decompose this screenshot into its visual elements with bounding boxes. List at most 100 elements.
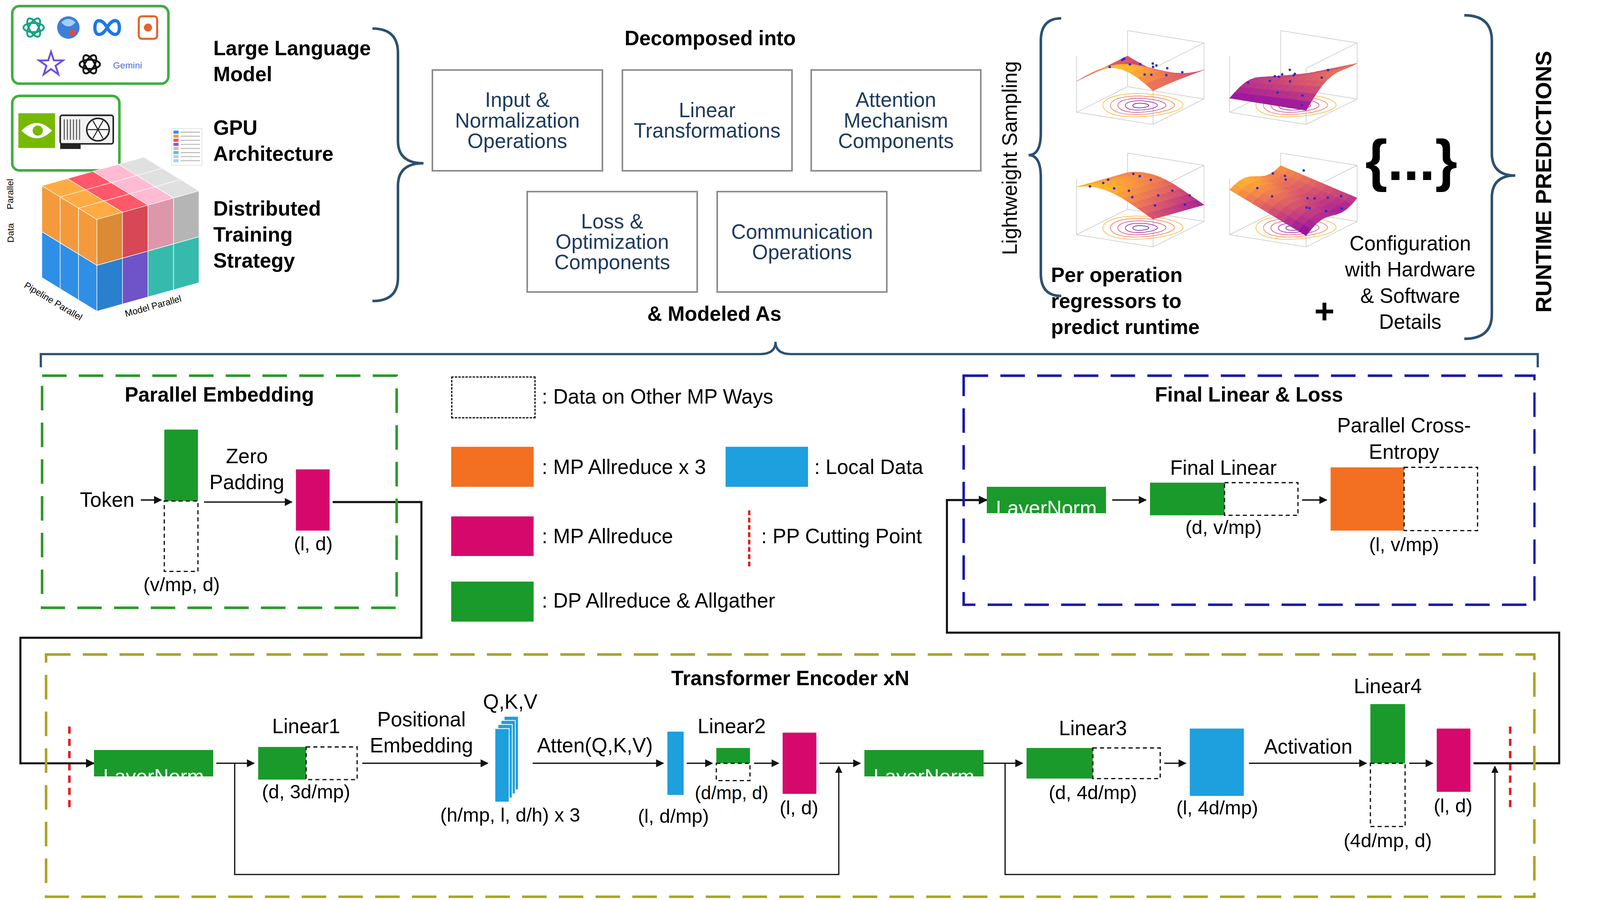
dashed-region: Transformer Encoder xNLayerNormLayerNorm [44, 653, 1536, 898]
chart-legend-chip [180, 144, 200, 146]
text-label: Final Linear [1170, 456, 1277, 480]
sample-dot [1320, 76, 1323, 79]
parallel-block [148, 244, 174, 298]
text-label: Zero Padding [200, 443, 293, 496]
sample-dot [1112, 187, 1116, 190]
sample-dot [1132, 172, 1135, 176]
process-box: Loss & Optimization Components [526, 190, 698, 293]
plot-surface [1298, 224, 1312, 236]
flow-arrow [754, 762, 779, 764]
gpu-fan [87, 129, 98, 131]
gpu-fan [98, 129, 104, 139]
gpu-fan [92, 129, 98, 139]
sample-dot [1273, 75, 1276, 78]
box-label: LayerNorm [873, 765, 975, 789]
text-label: Token [80, 488, 135, 512]
plot-contour [1102, 216, 1184, 240]
text-label: (h/mp, l, d/h) x 3 [440, 804, 581, 827]
plot-contour [1110, 218, 1175, 237]
logo-knot [24, 16, 43, 39]
text-label: (d, 4d/mp) [1048, 781, 1138, 804]
sample-dot [1300, 104, 1304, 107]
gpu-panel [12, 96, 120, 171]
remote-shard [1404, 467, 1478, 531]
linear3-weight [1026, 748, 1093, 779]
text-label: Large Language Model [213, 35, 377, 88]
plot-surface [1344, 63, 1358, 68]
text-label: (4d/mp, d) [1343, 829, 1432, 852]
remote-shard [1224, 482, 1298, 516]
plot-surface [1145, 81, 1159, 91]
parallel-block [122, 205, 148, 259]
flow-arrow [982, 762, 1023, 764]
flow-arrow [532, 762, 664, 764]
box-label: Attention Mechanism Components [818, 89, 974, 151]
gpu-fins [79, 119, 81, 140]
text-label: (d, 3d/mp) [262, 780, 351, 804]
mlp-allreduce [1436, 728, 1471, 792]
plot-surface [1099, 66, 1113, 70]
sample-dot [1127, 189, 1130, 192]
pp-cut-line [68, 726, 71, 812]
logo-knot [80, 53, 99, 76]
legend-text: : Data on Other MP Ways [542, 385, 774, 409]
plot-frame [1306, 165, 1358, 191]
plot-frame [1127, 30, 1204, 44]
chart-legend-chip [173, 134, 179, 138]
parallel-block [173, 190, 200, 244]
text-label: (d, v/mp) [1185, 516, 1262, 539]
plot-surface [1313, 80, 1327, 87]
plot-frame [1076, 112, 1153, 125]
flow-arrow [204, 501, 292, 503]
chart-legend-chip [173, 159, 179, 163]
text-label: Per operation regressors to predict runt… [1051, 262, 1250, 341]
chart-legend-chip [180, 152, 200, 154]
sample-dot [1151, 62, 1154, 65]
logo-globe [57, 16, 80, 39]
plot-contour [1125, 100, 1158, 110]
text-label: Q,K,V [483, 690, 538, 714]
box-label: LayerNorm [996, 496, 1097, 521]
text-label: Linear1 [272, 714, 340, 739]
embedded-tokens [296, 469, 330, 531]
sample-dot [1183, 203, 1186, 206]
linear2-weight [716, 748, 750, 764]
horizontal-brace [40, 342, 1538, 368]
plot-frame [1153, 42, 1205, 69]
plot-contour [1132, 103, 1149, 108]
sample-dot [1270, 195, 1274, 198]
process-box: Communication Operations [716, 190, 888, 293]
process-box: Attention Mechanism Components [810, 69, 982, 172]
legend-text: : PP Cutting Point [761, 524, 922, 549]
flow-arrow [1302, 499, 1327, 501]
flow-arrow [362, 762, 488, 764]
text-label: {...} [1365, 127, 1458, 194]
parallel-block [78, 201, 123, 220]
remote-shard [716, 763, 750, 781]
legend-swatch [451, 581, 534, 622]
gpu-fan [98, 120, 104, 130]
plot-contour [1110, 96, 1175, 115]
curly-brace [372, 28, 424, 301]
plot-surface [1303, 93, 1317, 102]
chart-legend-chip [180, 156, 200, 158]
sample-dot [1284, 178, 1287, 181]
sample-dot [1288, 80, 1292, 83]
layernorm-box: LayerNorm [94, 750, 214, 777]
parallel-block [148, 198, 174, 252]
text-label: Linear2 [697, 714, 766, 739]
parallel-block [122, 251, 148, 305]
gpu-fins [76, 119, 78, 140]
nvidia-logo [21, 122, 53, 138]
region-title: Final Linear & Loss [962, 383, 1536, 407]
surface-plot [1229, 153, 1358, 248]
flow-arrow [1164, 762, 1186, 764]
gpu-fins [70, 119, 72, 140]
sample-dot [1246, 81, 1250, 84]
surface-plot [1076, 153, 1204, 248]
plot-contour [1102, 93, 1184, 117]
attention-allreduce [782, 732, 817, 794]
text-label: Decomposed into [624, 26, 796, 51]
box-label: Input & Normalization Operations [439, 89, 596, 151]
sample-dot [1305, 206, 1308, 209]
